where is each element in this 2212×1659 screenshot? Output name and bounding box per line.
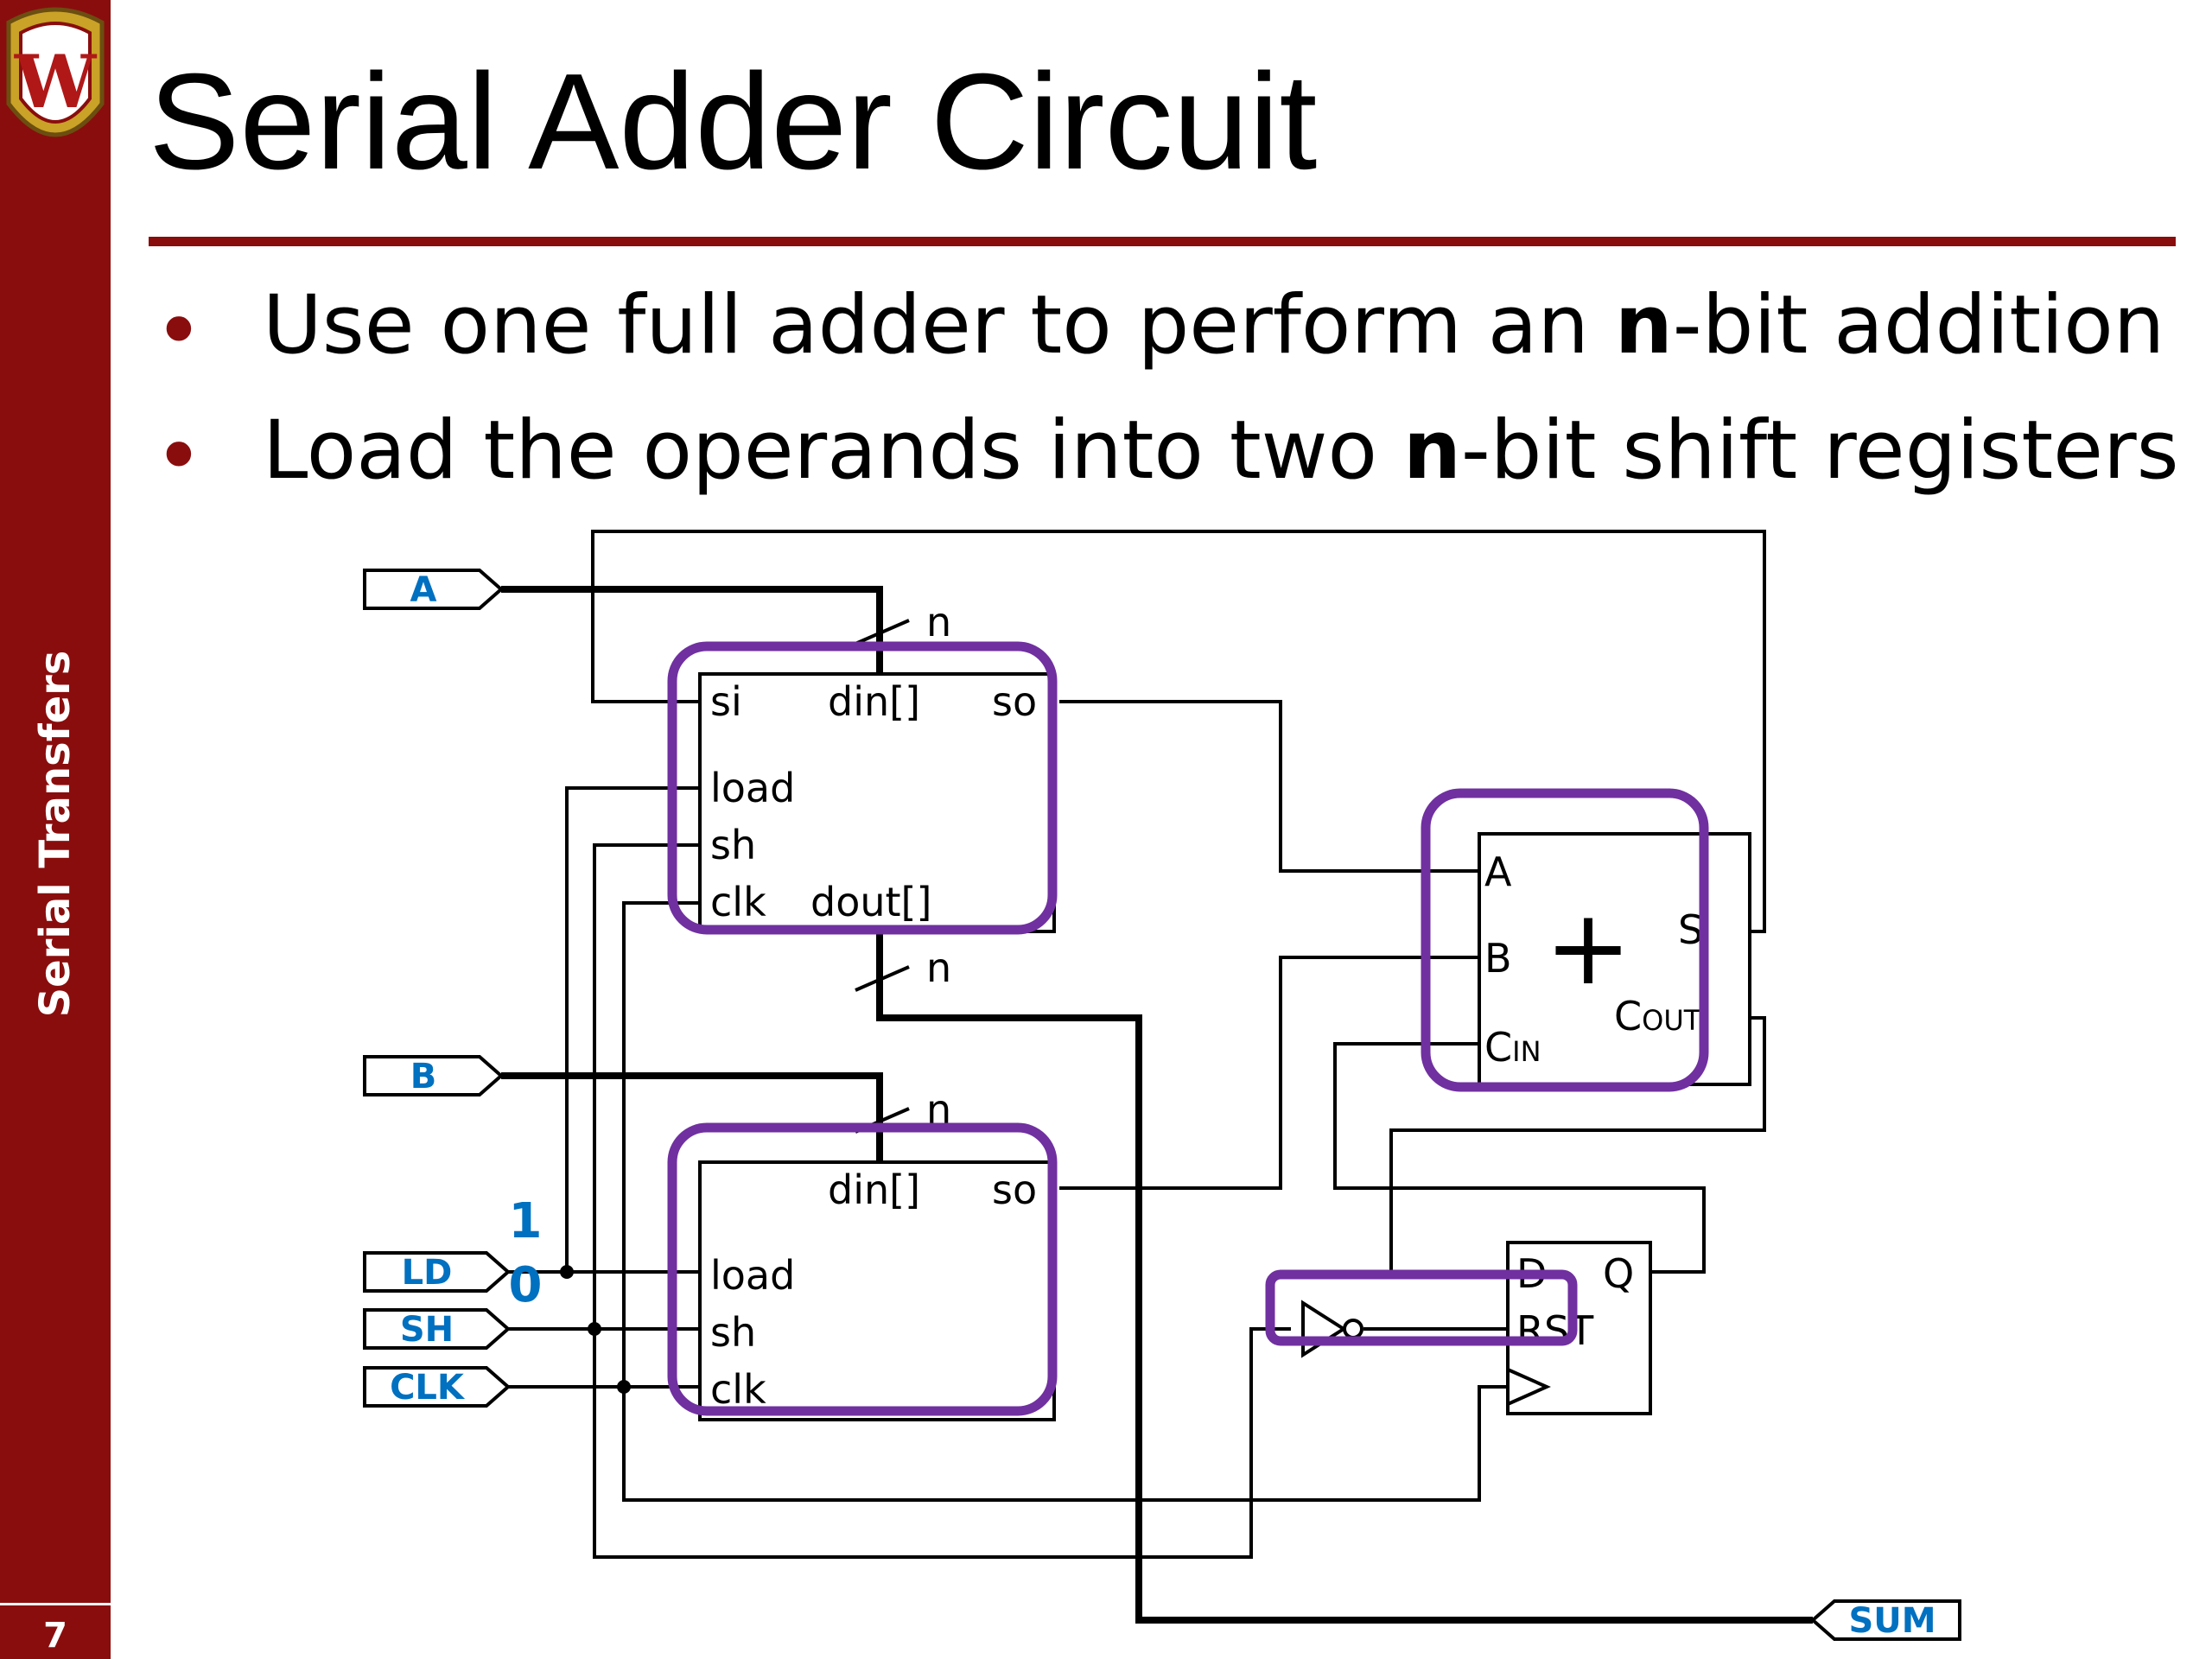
ff-port-q: Q bbox=[1603, 1250, 1634, 1297]
full-adder: A B CIN S COUT + bbox=[1478, 832, 1751, 1086]
wire-sh-reset bbox=[593, 1327, 1291, 1559]
adder-port-a: A bbox=[1484, 849, 1512, 895]
input-label-clk: CLK bbox=[390, 1368, 466, 1408]
ff-port-rst: RST bbox=[1516, 1307, 1594, 1354]
port-load: load bbox=[710, 1252, 795, 1299]
mux-label-0: 0 bbox=[509, 1257, 543, 1313]
input-label-ld: LD bbox=[402, 1253, 453, 1293]
junction-dot bbox=[560, 1265, 574, 1279]
wire-q-to-cin bbox=[1333, 1042, 1706, 1274]
adder-port-s: S bbox=[1678, 906, 1703, 953]
bullet-marker: • bbox=[154, 283, 204, 381]
port-so: so bbox=[992, 678, 1037, 725]
wire-sh bbox=[506, 843, 702, 1331]
bullet-2-tail: -bit shift registers bbox=[1460, 404, 2179, 498]
wire-ld bbox=[506, 786, 702, 1274]
bus-slash bbox=[855, 619, 910, 645]
input-tags bbox=[363, 569, 1961, 1641]
bus-sum bbox=[876, 931, 1813, 1624]
wire-so-a bbox=[1059, 700, 1481, 873]
mux-label-1: 1 bbox=[509, 1193, 543, 1249]
bullet-1-bold: n bbox=[1614, 278, 1673, 372]
inverter bbox=[1301, 1300, 1363, 1358]
page-number: 7 bbox=[43, 1616, 67, 1656]
bullet-2: Load the operands into two n-bit shift r… bbox=[263, 410, 2179, 492]
bullet-1-tail: -bit addition bbox=[1672, 278, 2165, 372]
logo-letter: W bbox=[14, 39, 98, 124]
bus-a bbox=[501, 586, 883, 674]
clock-triangle bbox=[1507, 1368, 1551, 1406]
port-si: si bbox=[710, 678, 742, 725]
university-crest-logo: W bbox=[6, 7, 105, 137]
wire-clk-ff bbox=[622, 1385, 1510, 1502]
output-label-sum: SUM bbox=[1848, 1601, 1936, 1641]
input-tag-clk bbox=[363, 1366, 512, 1408]
title-divider bbox=[149, 237, 2176, 246]
shift-register-b: din[] so load sh clk bbox=[698, 1160, 1056, 1421]
slide-title: Serial Adder Circuit bbox=[149, 46, 1318, 198]
port-dout: dout[] bbox=[810, 879, 931, 925]
bullet-2-bold: n bbox=[1402, 404, 1461, 498]
junction-dot bbox=[588, 1322, 601, 1336]
sidebar-divider bbox=[0, 1603, 111, 1605]
sidebar: W Serial Transfers 7 bbox=[0, 0, 111, 1659]
bullet-1: Use one full adder to perform an n-bit a… bbox=[263, 285, 2164, 366]
bullet-2-text: Load the operands into two bbox=[263, 404, 1403, 498]
port-sh: sh bbox=[710, 1309, 756, 1356]
port-so: so bbox=[992, 1166, 1037, 1213]
highlight-full-adder bbox=[1421, 788, 1709, 1092]
input-tag-ld bbox=[363, 1251, 512, 1293]
d-flip-flop: D Q RST bbox=[1506, 1241, 1652, 1415]
port-sh: sh bbox=[710, 822, 756, 868]
shift-register-a: si din[] so load sh clk dout[] bbox=[698, 672, 1056, 933]
adder-plus-symbol: + bbox=[1545, 888, 1632, 1008]
bus-width-label: n bbox=[926, 944, 951, 991]
bus-width-label: n bbox=[926, 599, 951, 645]
bullet-marker: • bbox=[154, 408, 204, 506]
input-tag-b bbox=[363, 1055, 505, 1096]
junction-dot bbox=[617, 1380, 631, 1394]
wire-clk bbox=[506, 901, 702, 1389]
input-label-a: A bbox=[410, 570, 437, 610]
wire-so-b bbox=[1059, 956, 1481, 1190]
port-load: load bbox=[710, 765, 795, 811]
port-din: din[] bbox=[828, 678, 920, 725]
adder-port-cout: COUT bbox=[1614, 993, 1701, 1039]
input-label-sh: SH bbox=[400, 1310, 454, 1350]
bus-b bbox=[501, 1072, 883, 1162]
highlight-shift-register-a bbox=[667, 641, 1058, 935]
highlight-reset-path bbox=[1265, 1269, 1578, 1346]
input-tag-a bbox=[363, 569, 505, 610]
bullet-1-text: Use one full adder to perform an bbox=[263, 278, 1615, 372]
wire-sum-feedback bbox=[591, 530, 1766, 933]
input-tag-sh bbox=[363, 1308, 512, 1350]
port-din: din[] bbox=[828, 1166, 920, 1213]
port-clk: clk bbox=[710, 1366, 766, 1413]
adder-port-cin: CIN bbox=[1484, 1024, 1541, 1071]
adder-port-b: B bbox=[1484, 935, 1512, 982]
highlight-shift-register-b bbox=[667, 1122, 1058, 1416]
output-tag-sum bbox=[1809, 1599, 1961, 1641]
input-label-b: B bbox=[410, 1057, 437, 1096]
bus-slash bbox=[855, 965, 910, 992]
port-clk: clk bbox=[710, 879, 766, 925]
